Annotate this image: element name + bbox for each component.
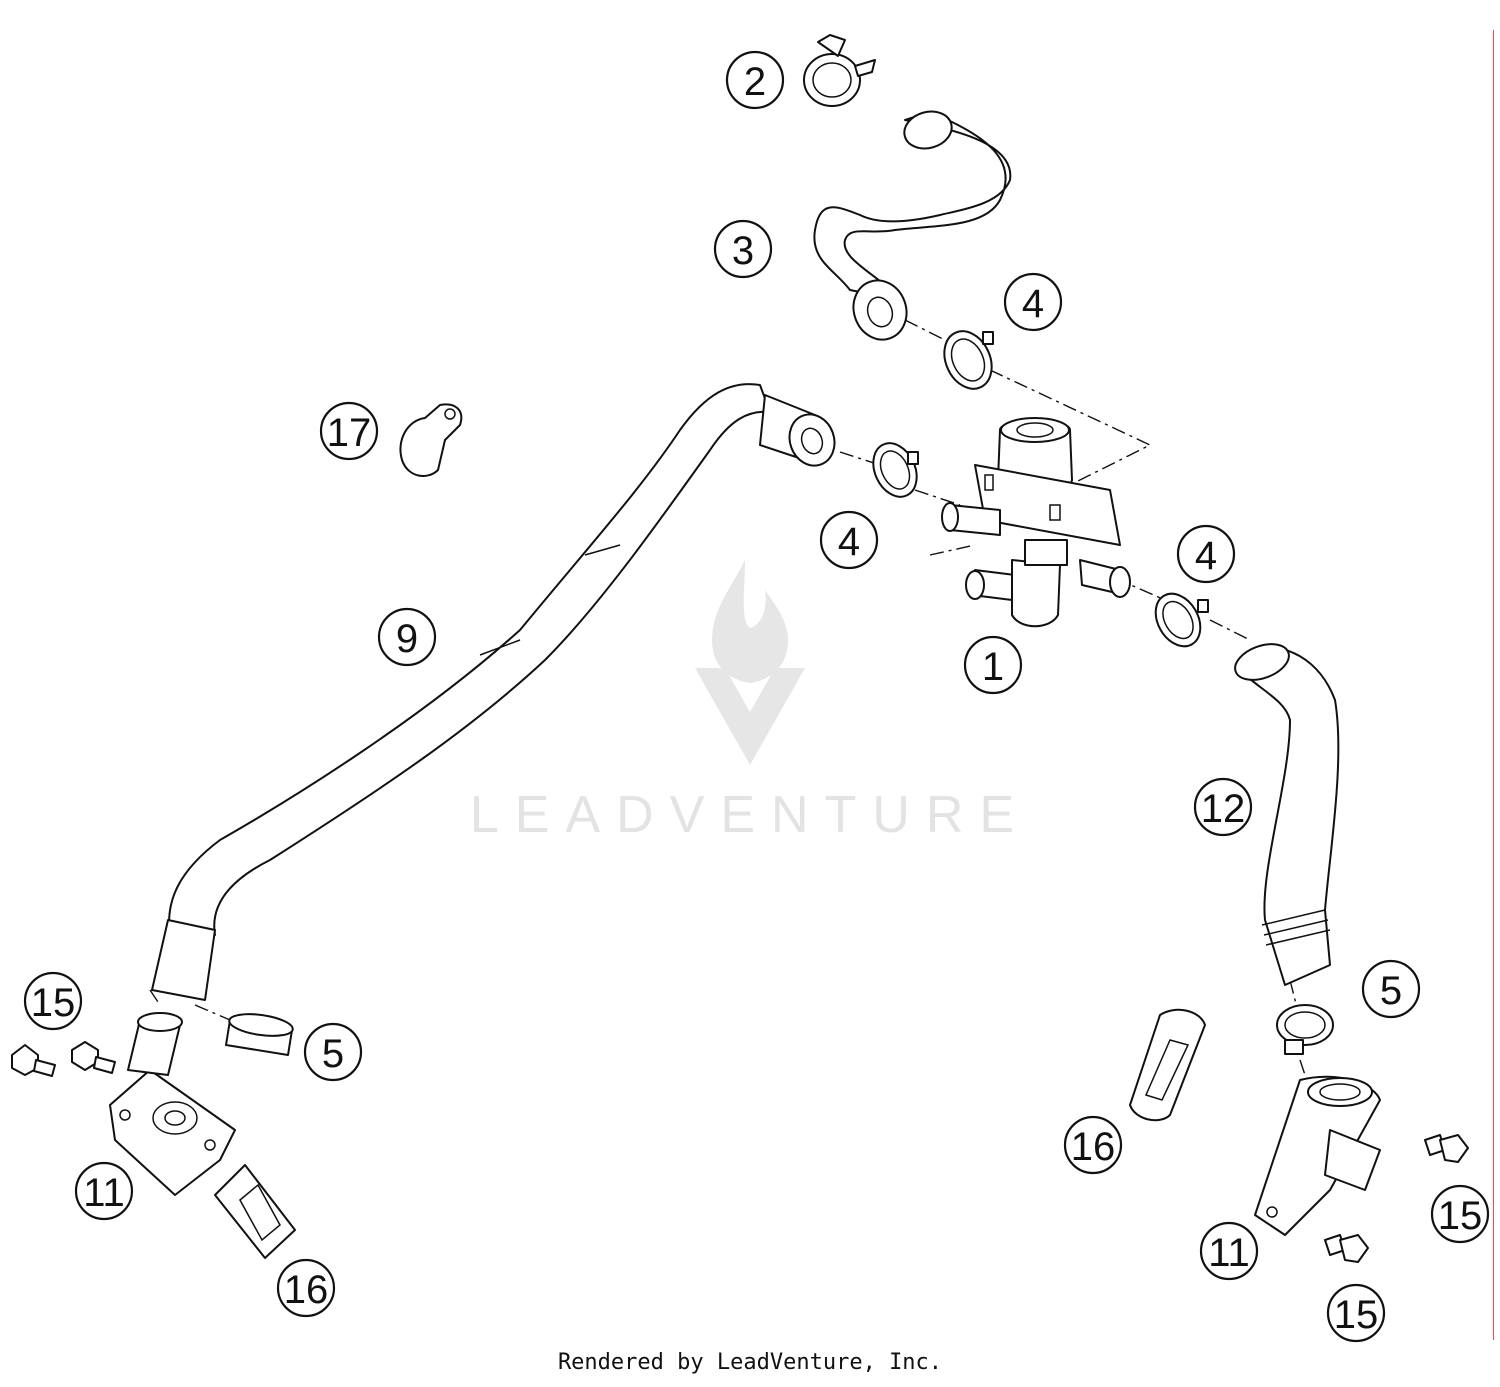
callout-5-left: 5 [303,1022,363,1082]
callout-label: 5 [1380,969,1402,1013]
callout-9: 9 [377,607,437,667]
callout-label: 11 [83,1171,125,1215]
cover-11-left [109,1012,236,1196]
callout-label: 17 [327,411,372,455]
callout-label: 16 [1071,1125,1116,1169]
callout-label: 5 [322,1032,344,1076]
watermark-text: LEADVENTURE [470,786,1030,844]
long-hose-9 [151,383,836,1001]
page-edge-line [1493,30,1494,1340]
callout-label: 4 [838,520,860,564]
callout-label: 3 [732,229,754,273]
callout-5-right: 5 [1361,959,1421,1019]
callout-label: 9 [396,617,418,661]
footer-credit: Rendered by LeadVenture, Inc. [557,1350,943,1375]
hose-12 [1234,643,1340,986]
callout-4-top: 4 [1003,272,1063,332]
callout-12: 12 [1193,777,1253,837]
callout-4-right: 4 [1176,524,1236,584]
valve-1 [941,417,1131,628]
callout-1: 1 [963,635,1023,695]
callout-16-left: 16 [276,1258,336,1318]
reed-valve-16-right [1129,1008,1206,1122]
callout-label: 4 [1195,534,1217,578]
callout-15-right-bottom: 15 [1326,1283,1386,1343]
s-hose-3 [813,110,1012,341]
callout-4-mid: 4 [819,510,879,570]
callout-11-right: 11 [1199,1221,1259,1281]
reed-valve-16-left [214,1164,296,1259]
callout-label: 4 [1022,282,1044,326]
callout-label: 15 [1334,1293,1379,1337]
bolt-15-right-a [1424,1134,1469,1163]
watermark-logo [695,560,805,765]
band-clamp-4-top [943,330,994,390]
callout-2: 2 [725,50,785,110]
callout-label: 11 [1208,1231,1250,1275]
ring-5-left [225,1013,294,1056]
callout-15-right-top: 15 [1430,1184,1490,1244]
spring-clamp-2 [803,34,876,107]
bolt-15-left-b [71,1041,116,1074]
hose-clamp-5-right [1276,1004,1334,1055]
callout-label: 15 [1438,1194,1483,1238]
callout-15-left: 15 [23,971,83,1031]
p-clip-17 [399,403,463,477]
callout-17: 17 [319,401,379,461]
band-clamp-4-right [1154,592,1209,648]
callout-label: 15 [31,981,76,1025]
callout-11-left: 11 [74,1161,134,1221]
callout-label: 1 [982,645,1004,689]
bolt-15-left-a [11,1044,56,1077]
bolt-15-right-b [1324,1234,1369,1263]
callout-16-right: 16 [1063,1115,1123,1175]
callout-label: 12 [1201,787,1246,831]
callout-3: 3 [713,219,773,279]
callout-label: 16 [284,1268,329,1312]
cover-11-right [1254,1075,1381,1236]
band-clamp-4-mid [872,442,919,498]
callout-label: 2 [744,60,766,104]
